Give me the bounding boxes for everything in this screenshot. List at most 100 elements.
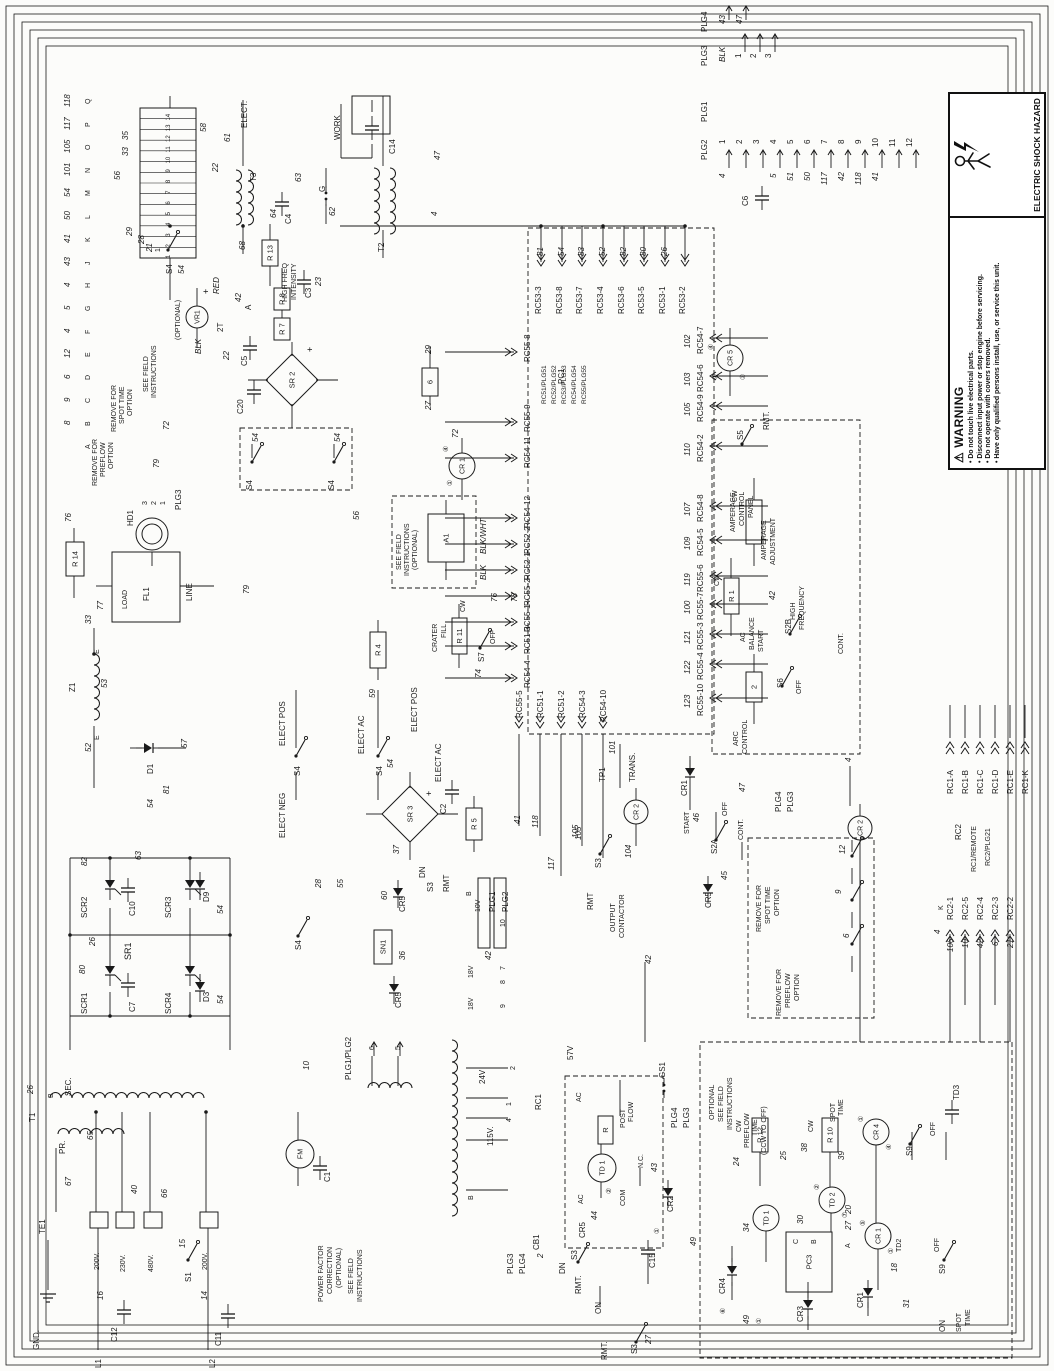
label-plg1: PLG1 [488,891,497,912]
component-outline [143,1211,163,1229]
label-27: 27 [644,1335,653,1345]
label-cr1: CR1 [680,779,689,796]
label-trans: TRANS. [628,753,637,782]
label-42: 42 [976,939,985,948]
label-scr4: SCR4 [164,992,173,1014]
junction-dot [92,652,96,656]
label-mark: ① [653,1228,661,1234]
terminal-cell-14: 14 [166,113,172,120]
warning-triangle-icon: ⚠ [952,451,966,463]
label-mark: ② [605,1188,613,1194]
label-22: 22 [211,163,220,173]
label-plg1: PLG1 [700,101,709,122]
junction-dot [94,1110,98,1114]
label-mark: ④ [442,446,450,452]
label-o: O [85,144,92,150]
border-wire [21,21,1033,1350]
switch-blade-icon [479,631,490,649]
label-rc54-7: RC54-7 [696,326,705,354]
label-s1: S1 [184,1272,193,1282]
connector-chevron-icon [504,539,518,549]
label-107: 107 [683,502,692,516]
label-pc1: PC1 [557,368,566,384]
diode-icon [663,1188,673,1196]
label-cr4: CR4 [718,1277,727,1294]
warning-bullet: Do not operate with covers removed. [985,223,994,463]
label-off: OFF [722,802,729,816]
label-instructions: INSTRUCTIONS [151,345,158,398]
label-s4: S4 [375,766,384,776]
label-rc1-remote: RC1/REMOTE [971,826,978,872]
label-on: ON [938,1320,947,1332]
label-82: 82 [80,857,89,866]
switch-contact [598,852,602,856]
label-fl1: FL1 [142,587,151,601]
component-circle-td-1 [752,1204,780,1232]
component-box-sn1 [373,929,393,965]
label-47: 47 [433,151,442,160]
label-g: G [318,186,327,192]
label-49: 49 [689,1237,698,1246]
label-58: 58 [199,123,208,132]
connector-chevron-icon [680,253,690,267]
label-cr1: CR1 [856,1291,865,1308]
label-cr5: CR5 [704,891,713,908]
label-t2: T2 [377,242,386,252]
component-circle-cr-5 [716,344,744,372]
label-b: B [811,1239,818,1244]
switch-contact [951,1239,957,1245]
label-a: A [244,304,253,310]
label-plg3: PLG3 [506,1253,515,1274]
label-elect-pos: ELECT POS [278,701,287,746]
switch-contact [917,1123,923,1129]
label-6: 6 [63,374,72,379]
label-off: OFF [930,1122,937,1136]
label-61: 61 [223,133,232,142]
label-z1: Z1 [68,682,77,692]
label-f: F [85,330,92,334]
switch-contact [341,441,347,447]
switch-contact [259,441,265,447]
switch-contact [723,819,729,825]
component-outline [745,499,763,545]
coil-icon [451,1039,458,1217]
dashed-boundary [239,427,353,491]
switch-blade-icon [251,445,262,463]
label-46: 46 [692,813,701,822]
label-45: 45 [720,871,729,880]
spark-gap-icon [324,197,328,201]
label-rc55-5: RC55-5 [515,690,524,718]
switch-contact [859,879,865,885]
label-117: 117 [63,117,72,130]
component-label-td-1: TD 1 [764,1210,771,1225]
label-8: 8 [837,139,846,144]
label-option: OPTION [794,974,801,1001]
component-box-6 [421,367,439,397]
label-36: 36 [398,951,407,960]
label-72: 72 [162,421,171,430]
label-scr1: SCR1 [80,992,89,1014]
label-rc54-6: RC54-6 [696,364,705,392]
label-rc54-4: RC54-4 [523,660,532,688]
border-wire [13,13,1041,1358]
border-wire [45,45,1009,1326]
label-amperage: AMPERAGE [761,520,768,560]
label-mark: + [201,289,211,294]
spark-gap-icon [662,1089,666,1093]
switch-contact [585,1241,591,1247]
terminal-cell-2: 2 [166,243,172,247]
label-c20: C20 [236,399,245,414]
label-plg3: PLG3 [682,1107,691,1128]
label-rc55-4: RC55-4 [696,652,705,680]
component-box-r-11 [451,617,468,655]
label-s9: S9 [905,1146,914,1156]
component-box-r-8 [273,287,291,311]
connector-chevron-icon [709,401,723,411]
label-54: 54 [333,433,342,442]
component-label-cr-2: CR 2 [634,804,641,820]
label-crater: CRATER [432,624,439,652]
label-rmt: RMT. [574,1275,583,1294]
component-label-r-4: R 4 [374,644,383,656]
component-label-cr-2: CR 2 [858,820,865,836]
label-rc54-5: RC54-5 [696,528,705,556]
